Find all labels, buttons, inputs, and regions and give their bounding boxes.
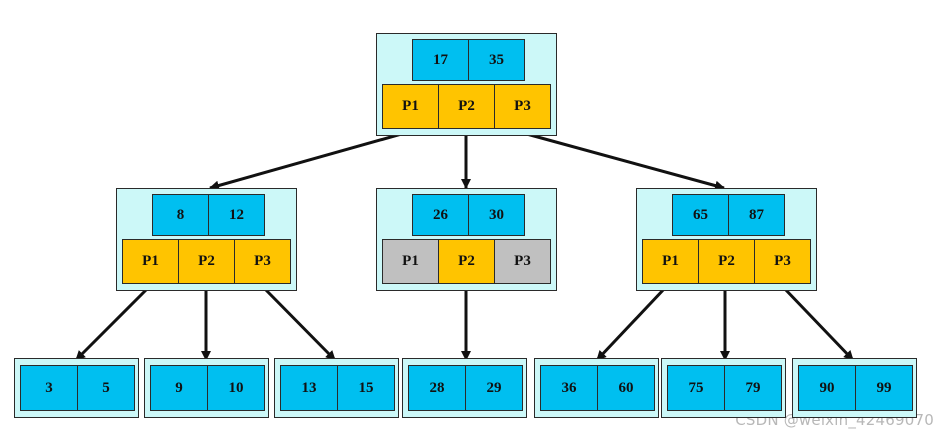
leaf-node-6-key-1: 75 bbox=[667, 365, 725, 411]
level2-node-2-key-2: 30 bbox=[468, 194, 525, 236]
leaf-node-5-key-2: 60 bbox=[597, 365, 655, 411]
level2-node-1-key-2: 12 bbox=[208, 194, 265, 236]
level2-node-1-pointer-p2: P2 bbox=[178, 239, 235, 284]
level2-node-3-pointer-p3: P3 bbox=[754, 239, 811, 284]
pointer-arrow-8 bbox=[595, 286, 667, 362]
leaf-node-4-key-2: 29 bbox=[465, 365, 523, 411]
root-node-pointer-p3: P3 bbox=[494, 84, 551, 129]
level2-node-2-key-1: 26 bbox=[412, 194, 469, 236]
level2-node-3-pointer-p1: P1 bbox=[642, 239, 699, 284]
level2-node-1-key-1: 8 bbox=[152, 194, 209, 236]
leaf-node-4-key-1: 28 bbox=[408, 365, 466, 411]
leaf-node-5-key-1: 36 bbox=[540, 365, 598, 411]
level2-node-2-pointer-p1: P1 bbox=[382, 239, 439, 284]
level2-node-3-key-1: 65 bbox=[672, 194, 729, 236]
leaf-node-3-key-2: 15 bbox=[337, 365, 395, 411]
pointer-arrow-4 bbox=[74, 286, 150, 362]
pointer-arrow-1 bbox=[209, 131, 406, 191]
leaf-node-1-key-2: 5 bbox=[77, 365, 135, 411]
pointer-arrow-3 bbox=[522, 131, 725, 191]
leaf-node-2-key-2: 10 bbox=[207, 365, 265, 411]
leaf-node-7-key-1: 90 bbox=[798, 365, 856, 411]
root-node-key-2: 35 bbox=[468, 39, 525, 81]
root-node-pointer-p2: P2 bbox=[438, 84, 495, 129]
level2-node-3-key-2: 87 bbox=[728, 194, 785, 236]
leaf-node-6-key-2: 79 bbox=[724, 365, 782, 411]
root-node-pointer-p1: P1 bbox=[382, 84, 439, 129]
leaf-node-1-key-1: 3 bbox=[20, 365, 78, 411]
level2-node-3-pointer-p2: P2 bbox=[698, 239, 755, 284]
leaf-node-2-key-1: 9 bbox=[150, 365, 208, 411]
root-node-key-1: 17 bbox=[412, 39, 469, 81]
leaf-node-7-key-2: 99 bbox=[855, 365, 913, 411]
pointer-arrow-10 bbox=[782, 286, 855, 362]
level2-node-1-pointer-p3: P3 bbox=[234, 239, 291, 284]
level2-node-2-pointer-p3: P3 bbox=[494, 239, 551, 284]
level2-node-1-pointer-p1: P1 bbox=[122, 239, 179, 284]
level2-node-2-pointer-p2: P2 bbox=[438, 239, 495, 284]
leaf-node-3-key-1: 13 bbox=[280, 365, 338, 411]
pointer-arrow-6 bbox=[262, 286, 337, 362]
